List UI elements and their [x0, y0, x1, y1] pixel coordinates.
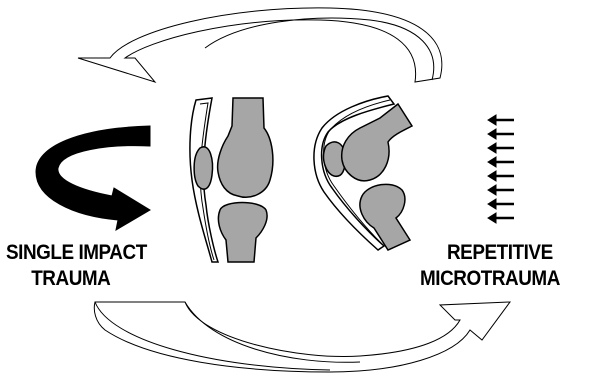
repetitive-line2: MICROTRAUMA [420, 266, 560, 292]
single-impact-line1: SINGLE IMPACT [6, 240, 147, 266]
curved-rotation-arrow-icon [36, 126, 150, 230]
extended-knee [190, 98, 273, 262]
left-arrow-icon [488, 129, 514, 139]
repetitive-line1: REPETITIVE [420, 240, 560, 266]
left-arrow-icon [488, 115, 514, 125]
left-arrow-icon [488, 213, 514, 223]
left-arrow-icon [488, 143, 514, 153]
patella [194, 147, 212, 189]
tibia [218, 203, 267, 263]
repetitive-force-arrows [488, 115, 514, 223]
left-arrow-icon [488, 171, 514, 181]
single-impact-trauma-label: SINGLE IMPACT TRAUMA [6, 240, 147, 292]
repetitive-microtrauma-label: REPETITIVE MICROTRAUMA [420, 240, 560, 292]
left-arrow-icon [488, 199, 514, 209]
femur [218, 98, 273, 197]
single-impact-line2: TRAUMA [6, 266, 147, 292]
flexed-knee [314, 96, 412, 250]
top-cycle-arrow [78, 8, 442, 82]
left-arrow-icon [488, 157, 514, 167]
left-arrow-icon [488, 185, 514, 195]
bottom-cycle-arrow [94, 302, 510, 372]
